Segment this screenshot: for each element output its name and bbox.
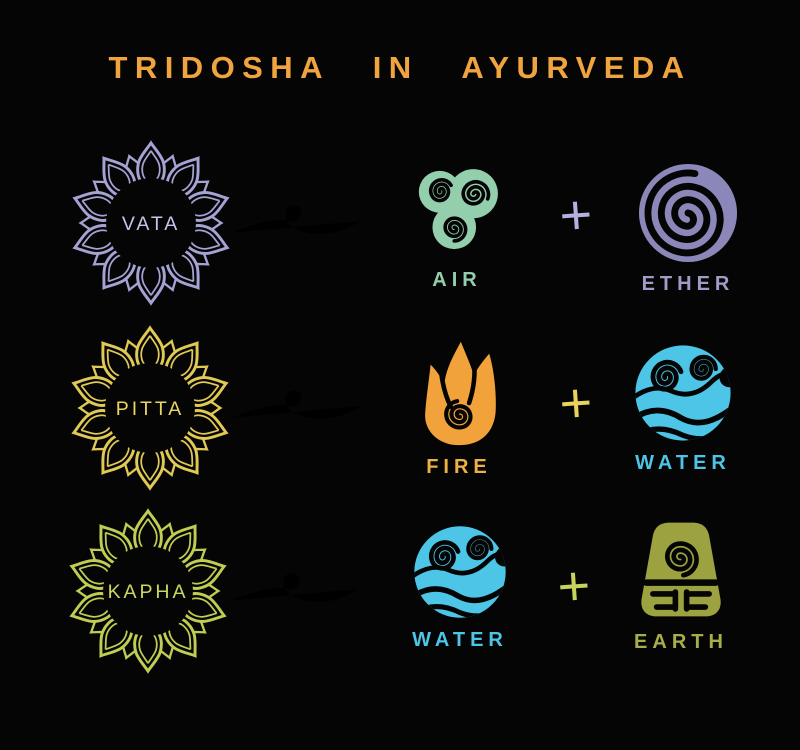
page-title: TRIDOSHA IN AYURVEDA: [108, 50, 692, 85]
element-label: WATER: [635, 452, 731, 474]
element-label: EARTH: [634, 631, 728, 653]
element-earth: EARTH: [632, 517, 730, 654]
dosha-name-label: KAPHA: [108, 581, 189, 603]
lotus-mandala-icon: VATA: [68, 140, 234, 306]
curly-arrow-icon: [231, 205, 362, 235]
element-fire: FIRE: [413, 339, 505, 479]
curly-arrow-icon: [231, 390, 362, 420]
element-water: WATER: [633, 343, 733, 475]
dosha-name-label: VATA: [122, 213, 180, 235]
dosha-name-label: PITTA: [116, 398, 185, 420]
plus-sign: +: [557, 369, 595, 436]
lotus-mandala-icon: PITTA: [67, 325, 233, 491]
element-label: ETHER: [641, 273, 735, 295]
ether-spiral-icon: [637, 162, 739, 264]
element-ether: ETHER: [637, 162, 739, 296]
element-label: AIR: [432, 269, 482, 291]
curly-arrow-icon: [229, 573, 360, 603]
water-waves-icon: [412, 524, 508, 620]
air-triskelion-icon: [407, 160, 507, 260]
plus-sign: +: [557, 181, 595, 248]
water-waves-icon: [633, 343, 733, 443]
element-air: AIR: [407, 160, 507, 292]
element-water: WATER: [412, 524, 508, 652]
plus-sign: +: [555, 552, 593, 619]
lotus-mandala-icon: KAPHA: [65, 508, 231, 674]
fire-flame-icon: [413, 339, 505, 447]
earth-emblem-icon: [632, 517, 730, 622]
element-label: FIRE: [426, 456, 492, 478]
element-label: WATER: [412, 629, 508, 651]
